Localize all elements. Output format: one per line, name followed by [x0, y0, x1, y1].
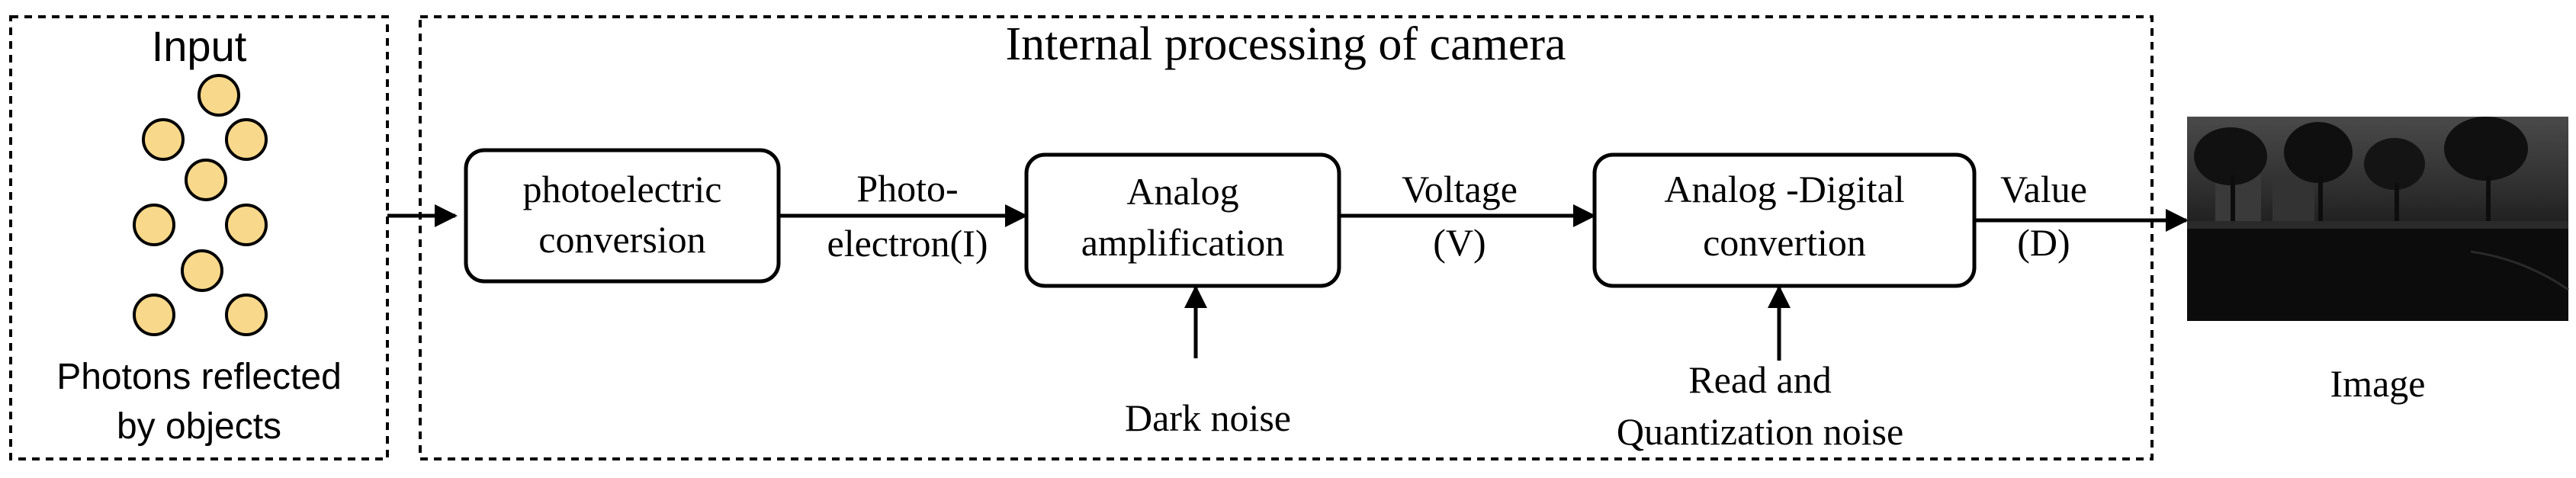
- building-shape: [2272, 177, 2314, 223]
- tree-trunk: [2231, 175, 2235, 229]
- photon: [225, 118, 268, 161]
- input-title: Input: [152, 22, 247, 70]
- photon: [198, 74, 240, 117]
- value-label-line1: Value: [2000, 168, 2087, 210]
- input-caption-line2: by objects: [117, 406, 281, 447]
- tree-shape: [2444, 117, 2528, 181]
- input-caption-line1: Photons reflected: [56, 357, 342, 397]
- photon: [225, 294, 268, 336]
- value-label-line2: (D): [2017, 221, 2070, 264]
- photon: [142, 118, 185, 161]
- photoelectron-label-line2: electron(I): [827, 222, 988, 265]
- tree-trunk: [2395, 183, 2399, 229]
- image-caption: Image: [2330, 362, 2426, 405]
- tree-trunk: [2486, 175, 2491, 230]
- amplification-line1: Analog: [1126, 170, 1238, 213]
- input-region: [9, 15, 389, 460]
- fence-band: [2187, 221, 2568, 229]
- photoelectric-line2: conversion: [538, 218, 705, 261]
- voltage-label-line1: Voltage: [1402, 168, 1518, 210]
- voltage-label-line2: (V): [1433, 221, 1486, 264]
- camera-region: [419, 15, 2154, 460]
- curb-line: [2470, 250, 2569, 291]
- photoelectric-line1: photoelectric: [523, 168, 722, 210]
- adc-line1: Analog -Digital: [1664, 168, 1904, 210]
- read-noise-line2: Quantization noise: [1617, 410, 1903, 453]
- amplification-line2: amplification: [1081, 221, 1285, 264]
- output-image: [2187, 117, 2569, 321]
- photon: [133, 204, 175, 246]
- tree-shape: [2284, 122, 2353, 183]
- photon: [181, 249, 223, 292]
- photon-cluster: [133, 74, 268, 336]
- dark-noise-label: Dark noise: [1125, 396, 1291, 439]
- tree-trunk: [2318, 175, 2323, 229]
- tree-shape: [2194, 127, 2267, 185]
- road-shape: [2187, 229, 2568, 321]
- tree-shape: [2364, 138, 2425, 190]
- camera-title: Internal processing of camera: [1005, 18, 1566, 70]
- photoelectron-label-line1: Photo-: [856, 167, 958, 210]
- photon: [185, 159, 227, 201]
- adc-line2: convertion: [1703, 221, 1866, 264]
- read-noise-line1: Read and: [1688, 358, 1831, 401]
- analog-amplification-block: [1024, 152, 1341, 288]
- photon: [133, 294, 175, 336]
- photon: [225, 204, 268, 246]
